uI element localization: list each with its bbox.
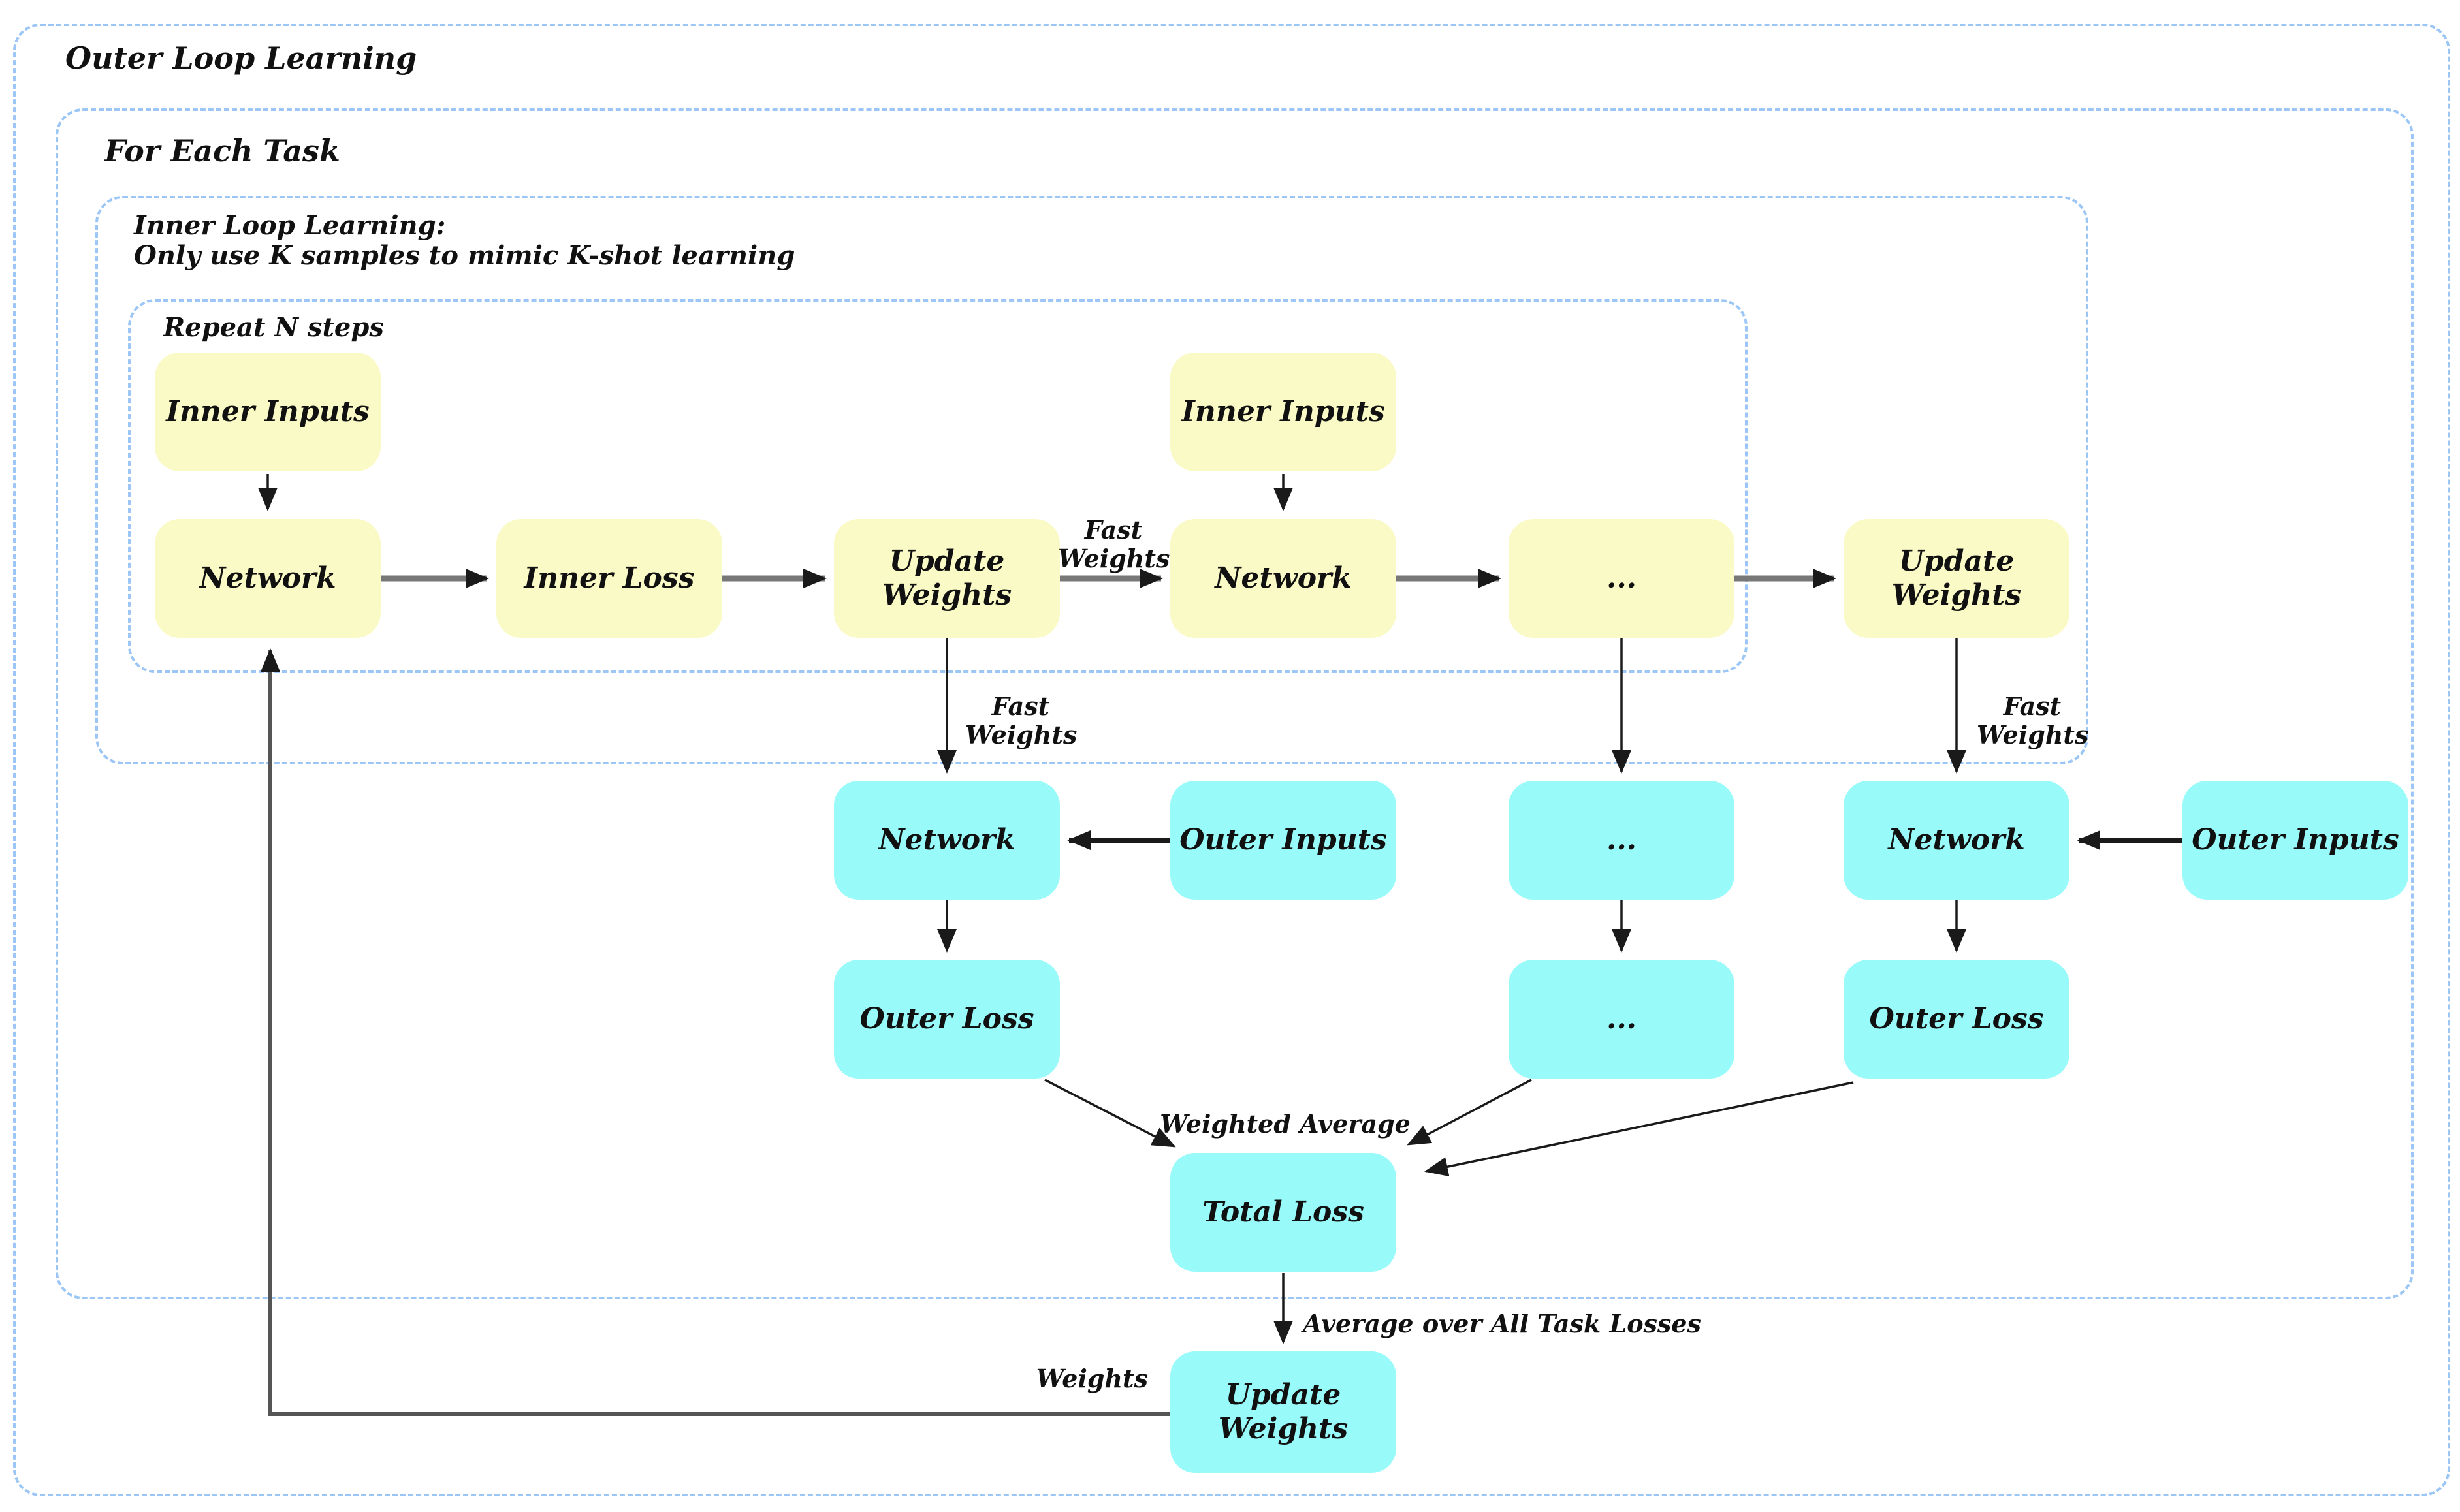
node-dots-outer-top: ... bbox=[1509, 781, 1734, 900]
node-label: ... bbox=[1606, 1002, 1637, 1035]
inner-loop-label-line2: Only use K samples to mimic K-shot learn… bbox=[134, 240, 795, 271]
node-label: Network bbox=[199, 561, 336, 595]
outer-loop-container bbox=[13, 24, 2450, 1496]
node-label: ... bbox=[1606, 561, 1637, 595]
node-label: Network bbox=[878, 823, 1015, 857]
label-fast-weights-task-1: Fast Weights bbox=[965, 691, 1078, 749]
label-average-over-tasks: Average over All Task Losses bbox=[1303, 1309, 1701, 1338]
node-outer-inputs-1: Outer Inputs bbox=[1170, 781, 1396, 900]
node-dots-outer-bottom: ... bbox=[1509, 960, 1734, 1079]
node-network-outer-1: Network bbox=[834, 781, 1060, 900]
label-fast-weights-task-2: Fast Weights bbox=[1977, 691, 2089, 749]
node-inner-loss: Inner Loss bbox=[496, 519, 722, 638]
node-total-loss: Total Loss bbox=[1170, 1153, 1396, 1272]
node-dots-inner: ... bbox=[1509, 519, 1734, 638]
node-update-weights-inner-1: Update Weights bbox=[834, 519, 1060, 638]
label-fast-weights-step: Fast Weights bbox=[1058, 515, 1170, 573]
node-label: Inner Inputs bbox=[166, 395, 370, 428]
node-label: Outer Inputs bbox=[1179, 823, 1387, 857]
for-each-task-label: For Each Task bbox=[104, 133, 340, 168]
label-weights: Weights bbox=[1036, 1364, 1148, 1393]
node-label: Inner Loss bbox=[524, 561, 695, 595]
node-inner-inputs-2: Inner Inputs bbox=[1170, 353, 1396, 471]
node-network-inner-2: Network bbox=[1170, 519, 1396, 638]
for-each-task-container bbox=[56, 108, 2414, 1299]
node-label: Total Loss bbox=[1202, 1195, 1364, 1229]
node-label: Network bbox=[1888, 823, 2025, 857]
outer-loop-label: Outer Loop Learning bbox=[65, 40, 417, 76]
node-label: Network bbox=[1215, 561, 1352, 595]
repeat-n-steps-label: Repeat N steps bbox=[163, 312, 384, 343]
inner-loop-label-line1: Inner Loop Learning: bbox=[134, 210, 446, 241]
node-outer-loss-2: Outer Loss bbox=[1844, 960, 2069, 1079]
node-label: Update Weights bbox=[882, 544, 1012, 612]
node-label: ... bbox=[1606, 823, 1637, 857]
node-network-inner-1: Network bbox=[155, 519, 381, 638]
node-outer-inputs-2: Outer Inputs bbox=[2182, 781, 2408, 900]
node-label: Inner Inputs bbox=[1181, 395, 1385, 428]
node-update-weights-outer: Update Weights bbox=[1170, 1351, 1396, 1473]
node-label: Update Weights bbox=[1218, 1378, 1349, 1445]
node-network-outer-2: Network bbox=[1844, 781, 2069, 900]
node-label: Outer Loss bbox=[859, 1002, 1034, 1035]
label-weighted-average: Weighted Average bbox=[1160, 1109, 1411, 1139]
node-label: Outer Inputs bbox=[2192, 823, 2399, 857]
node-update-weights-inner-2: Update Weights bbox=[1844, 519, 2069, 638]
node-label: Outer Loss bbox=[1869, 1002, 2044, 1035]
node-label: Update Weights bbox=[1891, 544, 2022, 612]
node-inner-inputs-1: Inner Inputs bbox=[155, 353, 381, 471]
node-outer-loss-1: Outer Loss bbox=[834, 960, 1060, 1079]
